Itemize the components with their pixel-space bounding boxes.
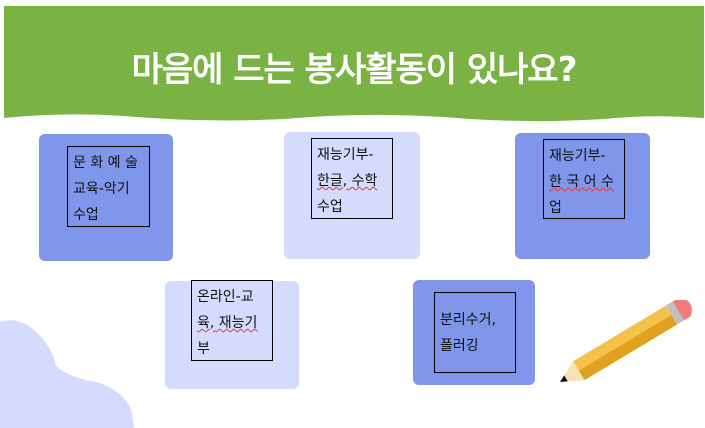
activity-card-recycling[interactable] — [413, 280, 535, 385]
card-line: 수업 — [73, 207, 99, 223]
card-line: 한 국 어 수 — [549, 174, 614, 190]
title-banner: 마음에 드는 봉사활동이 있나요? — [4, 6, 704, 124]
blob-shape — [0, 320, 134, 428]
card-word: 수학 — [347, 173, 378, 189]
card-line: 수업 — [317, 199, 343, 215]
card-line: 교육-악기 — [73, 181, 130, 197]
card-line: 온라인-교 — [197, 289, 254, 305]
card-text-art: 문 화 예 술 교육-악기 수업 — [67, 146, 150, 227]
card-text-recycling: 분리수거, 플러깅 — [434, 292, 516, 373]
card-word: 재능기 — [214, 315, 258, 331]
card-line: 한글, 수학 — [317, 168, 387, 194]
card-word: 육, — [197, 315, 215, 331]
activity-card-art[interactable] — [39, 134, 173, 261]
pencil-icon — [560, 300, 692, 382]
card-text-korean-language: 재능기부- 한 국 어 수 업 — [543, 139, 625, 219]
card-text-online: 온라인-교 육, 재능기 부 — [191, 280, 273, 361]
card-line: 문 화 예 술 — [73, 155, 138, 171]
card-line: 부 — [197, 341, 210, 357]
card-line: 재능기부- — [317, 147, 374, 163]
activity-card-korean-math[interactable] — [284, 132, 420, 259]
card-line: 분리수거, — [440, 312, 496, 328]
slide-title: 마음에 드는 봉사활동이 있나요? — [131, 50, 578, 90]
card-word: 한글, — [317, 173, 348, 189]
card-line: 재능기부- — [549, 148, 606, 164]
activity-card-korean-language[interactable] — [515, 133, 650, 259]
card-line: 플러깅 — [440, 338, 479, 354]
activity-card-online[interactable] — [165, 281, 299, 389]
card-line: 육, 재능기 — [197, 310, 267, 336]
banner-shape — [4, 6, 704, 122]
card-text-korean-math: 재능기부- 한글, 수학 수업 — [311, 138, 393, 219]
card-line: 업 — [549, 200, 562, 216]
